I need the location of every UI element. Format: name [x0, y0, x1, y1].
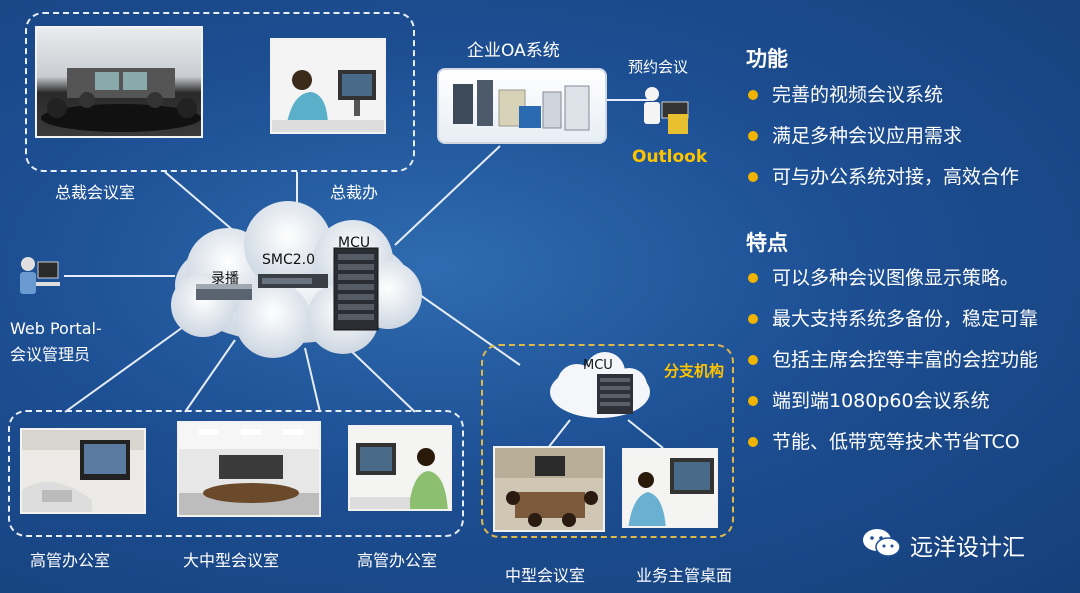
- branch-cloud-icon: [550, 352, 650, 418]
- central-cloud: [158, 200, 428, 360]
- cloud-icon: [171, 201, 422, 358]
- booking-user-icon: [638, 84, 692, 140]
- web-portal-label-2: 会议管理员: [10, 345, 91, 364]
- exec-office-photo: [270, 38, 386, 134]
- office-group: [8, 410, 464, 537]
- business-desk-label: 业务主管桌面: [636, 566, 733, 585]
- traits-item: 端到端1080p60会议系统: [746, 387, 1038, 428]
- traits-item: 最大支持系统多备份，稳定可靠: [746, 305, 1038, 346]
- meeting-people-icon: [495, 448, 603, 527]
- features-item: 完善的视频会议系统: [746, 81, 1019, 122]
- branch-group: [481, 344, 734, 538]
- features-item: 可与办公系统对接，高效合作: [746, 163, 1019, 204]
- large-meeting-room-photo: [177, 421, 321, 517]
- wechat-icon: [862, 526, 902, 560]
- servers-icon: [453, 80, 590, 131]
- exec-group: [25, 12, 415, 172]
- desk-videocall-icon: [628, 458, 714, 526]
- senior-office-label-2: 高管办公室: [357, 551, 438, 570]
- line-senior-2: [304, 347, 321, 413]
- exec-meeting-room-photo: [35, 26, 203, 138]
- video-terminal-icon: [272, 70, 384, 132]
- traits-item: 包括主席会控等丰富的会控功能: [746, 346, 1038, 387]
- medium-meeting-room-photo: [493, 446, 605, 532]
- features-item: 满足多种会议应用需求: [746, 122, 1019, 163]
- outlook-label: Outlook: [632, 147, 708, 167]
- line-branch: [419, 294, 521, 366]
- traits-item: 可以多种会议图像显示策略。: [746, 264, 1038, 305]
- branch-label: 分支机构: [664, 362, 725, 380]
- oa-servers-box: [437, 68, 607, 144]
- traits-title: 特点: [746, 231, 788, 255]
- exec-meeting-room-label: 总裁会议室: [55, 183, 136, 202]
- exec-office-label: 总裁办: [330, 183, 379, 202]
- features-list: 完善的视频会议系统 满足多种会议应用需求 可与办公系统对接，高效合作: [746, 81, 1019, 204]
- conference-room-icon: [179, 423, 319, 515]
- traits-list: 可以多种会议图像显示策略。 最大支持系统多备份，稳定可靠 包括主席会控等丰富的会…: [746, 264, 1038, 469]
- branch-cloud: [545, 350, 655, 424]
- desk-terminal-icon: [22, 430, 144, 512]
- line-branch-desk: [627, 419, 664, 449]
- oa-system-label: 企业OA系统: [467, 41, 560, 61]
- features-title: 功能: [746, 47, 788, 71]
- web-portal-label-1: Web Portal-: [10, 319, 102, 338]
- videocall-person-icon: [350, 443, 448, 509]
- medium-meeting-room-label: 中型会议室: [505, 566, 586, 585]
- large-meeting-room-label: 大中型会议室: [183, 551, 280, 570]
- watermark-text: 远洋设计汇: [910, 535, 1025, 561]
- traits-item: 节能、低带宽等技术节省TCO: [746, 428, 1038, 469]
- meeting-table-icon: [41, 68, 201, 132]
- senior-office-label-1: 高管办公室: [30, 551, 111, 570]
- smc-label: SMC2.0: [262, 252, 316, 268]
- business-desk-photo: [622, 448, 718, 528]
- recording-label: 录播: [211, 271, 239, 287]
- senior-office-photo-1: [20, 428, 146, 514]
- branch-mcu-label: MCU: [583, 358, 613, 373]
- line-senior-2b: [344, 344, 416, 413]
- mcu-label: MCU: [338, 235, 371, 251]
- line-senior-1: [64, 321, 191, 413]
- line-large-room: [184, 339, 236, 413]
- line-exec-room: [164, 171, 236, 233]
- booking-label: 预约会议: [628, 58, 689, 76]
- senior-office-photo-2: [348, 425, 452, 511]
- line-oa: [394, 145, 501, 246]
- line-branch-medium: [547, 419, 571, 449]
- admin-user-icon: [12, 252, 62, 302]
